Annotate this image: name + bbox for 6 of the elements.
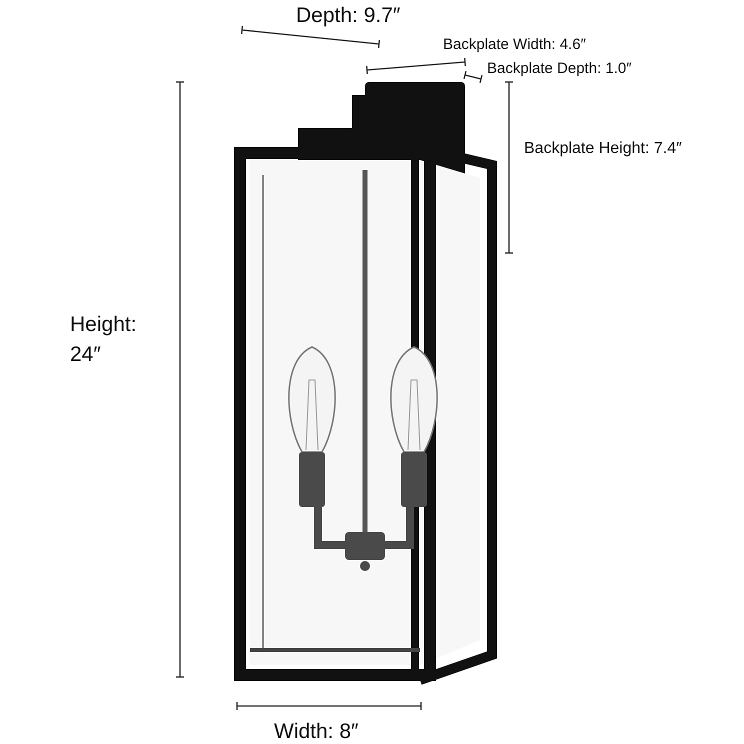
dimension-label: Depth: 9.7″ (296, 3, 400, 29)
dimension-label: Backplate Height: 7.4″ (524, 139, 683, 159)
dimension-label: Backplate Depth: 1.0″ (487, 59, 632, 79)
dimension-label: Backplate Width: 4.6″ (443, 35, 586, 55)
dimension-label: Height: 24″ (70, 312, 138, 368)
dimension-label: Width: 8″ (274, 719, 358, 744)
